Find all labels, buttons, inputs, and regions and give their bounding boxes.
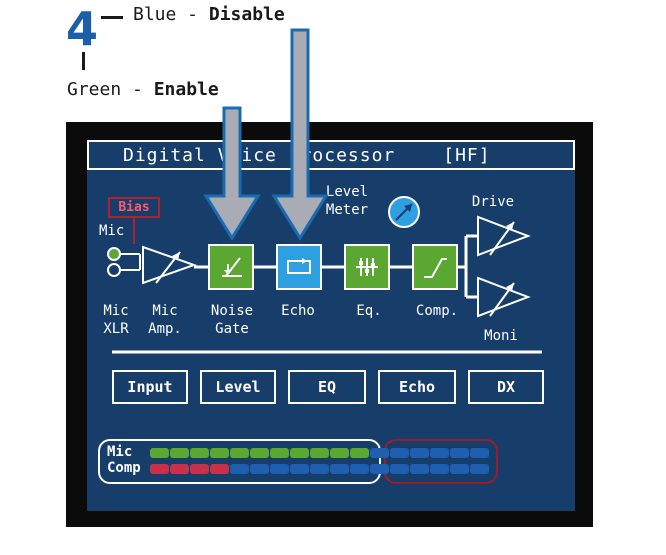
mic-jack-icon	[107, 247, 121, 261]
legend-green-label: Green -	[67, 79, 154, 100]
level-led	[430, 464, 449, 474]
comp-label: Comp.	[415, 303, 459, 319]
level-led	[450, 464, 469, 474]
level-led	[330, 448, 349, 458]
mic-amp-icon	[142, 245, 198, 285]
level-led	[370, 464, 389, 474]
level-led	[270, 464, 289, 474]
meter-frame-active	[98, 439, 381, 484]
bias-label: Bias	[118, 200, 150, 215]
level-led	[190, 464, 209, 474]
level-meter-label-line2: Meter	[325, 202, 369, 218]
level-led	[290, 464, 309, 474]
level-led	[450, 448, 469, 458]
meter-labels: Mic Comp	[107, 444, 141, 476]
meter-frame-overflow	[384, 439, 498, 484]
level-led	[170, 464, 189, 474]
level-led	[210, 464, 229, 474]
level-led	[230, 448, 249, 458]
dx-button[interactable]: DX	[468, 370, 544, 404]
level-led	[230, 464, 249, 474]
echo-button[interactable]: Echo	[378, 370, 456, 404]
level-led	[150, 464, 169, 474]
noise-gate-icon	[222, 257, 242, 277]
step-number: 4	[66, 2, 99, 56]
level-led	[430, 448, 449, 458]
level-led	[410, 448, 429, 458]
level-led	[190, 448, 209, 458]
mic-amp-label: Mic Amp.	[143, 302, 187, 338]
legend-green: Green - Enable	[67, 79, 219, 100]
noise-gate-label-line1: Noise	[210, 303, 254, 319]
noise-gate-label: Noise Gate	[201, 302, 263, 338]
echo-icon	[287, 258, 311, 274]
level-led	[390, 464, 409, 474]
comp-meter-label: Comp	[107, 460, 141, 476]
eq-label: Eq.	[356, 303, 382, 319]
compressor-icon	[424, 258, 447, 278]
arrow-down-icon	[271, 28, 329, 241]
mic-meter-label: Mic	[107, 444, 133, 460]
level-led	[250, 464, 269, 474]
legend-green-state: Enable	[153, 79, 219, 100]
noise-gate-block[interactable]	[208, 244, 254, 290]
mic-amp-label-line1: Mic	[152, 303, 178, 319]
level-led	[390, 448, 409, 458]
moni-label: Moni	[484, 328, 518, 344]
level-led	[270, 448, 289, 458]
xlr-jack-icon	[107, 263, 121, 277]
eq-button[interactable]: EQ	[288, 370, 366, 404]
mic-label: Mic	[99, 223, 125, 239]
level-led	[470, 448, 489, 458]
level-meter-label-line1: Level	[325, 184, 369, 200]
echo-block[interactable]	[276, 244, 322, 290]
level-meter-label: Level Meter	[320, 183, 374, 219]
title-bar: Digital Voice Processor [HF]	[87, 140, 575, 170]
level-led	[410, 464, 429, 474]
level-led	[170, 448, 189, 458]
level-led	[310, 448, 329, 458]
level-led	[350, 448, 369, 458]
drive-amp-icon	[477, 215, 531, 257]
level-led	[150, 448, 169, 458]
level-button[interactable]: Level	[200, 370, 276, 404]
legend-dash	[101, 16, 123, 19]
legend-blue: Blue - Disable	[133, 4, 285, 25]
level-led	[470, 464, 489, 474]
level-led	[290, 448, 309, 458]
level-led	[370, 448, 389, 458]
moni-amp-icon	[477, 276, 531, 318]
mic-xlr-label-line1: Mic	[103, 303, 129, 319]
mic-xlr-label-line2: XLR	[103, 321, 129, 337]
eq-block[interactable]	[344, 244, 390, 290]
model-tag: [HF]	[443, 144, 491, 166]
input-button[interactable]: Input	[112, 370, 188, 404]
arrow-down-icon	[203, 106, 261, 241]
level-led	[250, 448, 269, 458]
eq-icon	[356, 258, 378, 276]
legend-blue-label: Blue -	[133, 4, 209, 25]
mic-amp-label-line2: Amp.	[148, 321, 182, 337]
legend-divider	[82, 52, 85, 70]
processor-title: Digital Voice Processor	[123, 144, 396, 166]
level-led	[330, 464, 349, 474]
level-led	[210, 448, 229, 458]
noise-gate-label-line2: Gate	[215, 321, 249, 337]
level-led	[350, 464, 369, 474]
legend-blue-state: Disable	[208, 4, 285, 25]
mic-xlr-label: Mic XLR	[96, 302, 136, 338]
drive-label: Drive	[471, 194, 515, 210]
comp-block[interactable]	[412, 244, 458, 290]
level-led	[310, 464, 329, 474]
echo-label: Echo	[281, 303, 315, 319]
